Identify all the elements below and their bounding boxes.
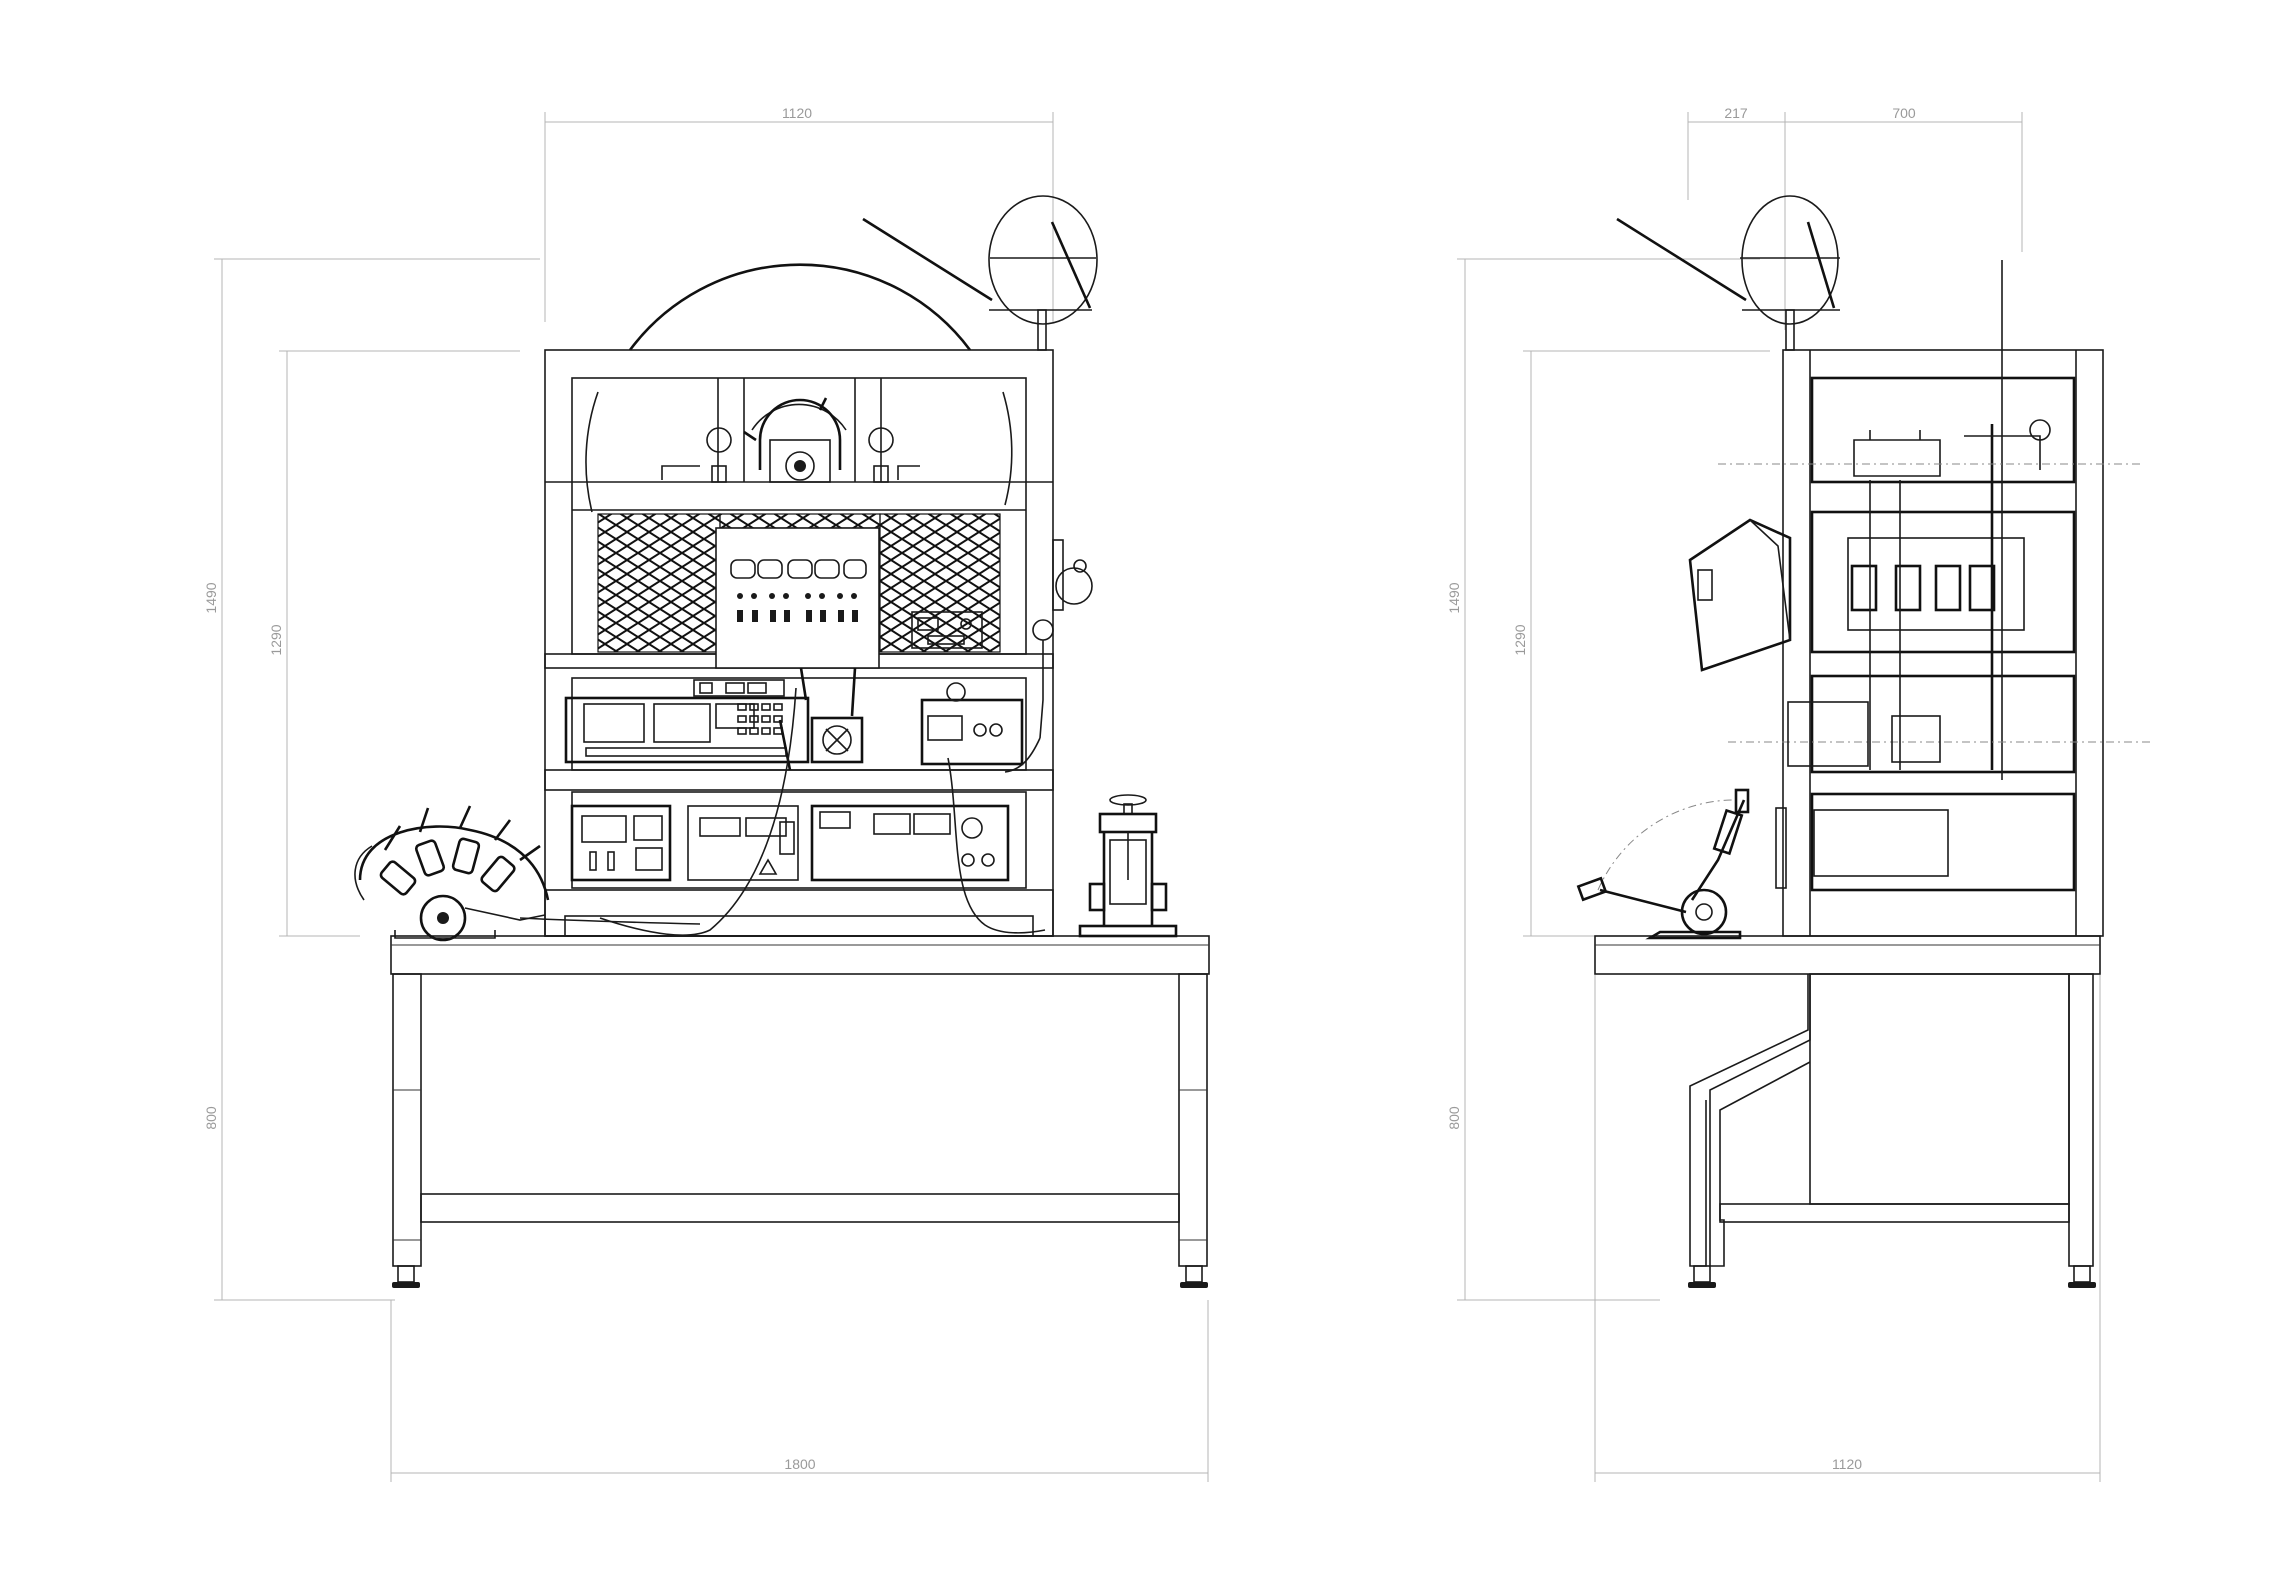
dim-side-table-height: 800 xyxy=(1446,1106,1462,1130)
side-lever-model xyxy=(1576,788,1750,940)
dim-front-table-height: 800 xyxy=(203,1106,219,1130)
dim-front-overall-height: 1490 xyxy=(203,582,219,613)
dim-side-overall-height: 1490 xyxy=(1446,582,1462,613)
front-piston-stand xyxy=(1078,794,1178,938)
front-low-rack xyxy=(570,791,1027,889)
front-table xyxy=(390,935,1210,1288)
fuse-row xyxy=(730,559,867,579)
dim-side-upper-height: 1290 xyxy=(1512,624,1528,655)
front-engine-model xyxy=(354,805,550,942)
front-mesh xyxy=(597,513,1001,653)
dim-front-bottom-width: 1800 xyxy=(784,1456,815,1472)
front-cables xyxy=(519,687,1046,936)
front-mid-rack xyxy=(564,667,1027,771)
front-side-knob xyxy=(1032,539,1093,739)
dim-side-top-left-width: 217 xyxy=(1724,105,1748,121)
front-antenna xyxy=(862,195,1098,351)
front-hub xyxy=(661,397,920,483)
side-dimensions: 217 700 1490 1290 800 1120 xyxy=(1446,105,2101,1482)
side-table xyxy=(1594,935,2101,1288)
side-cabinet xyxy=(1718,260,2150,937)
front-view: 1120 1490 1290 800 1800 xyxy=(203,105,1210,1482)
side-view: 217 700 1490 1290 800 1120 xyxy=(1446,105,2150,1482)
side-panel xyxy=(1688,518,1792,672)
front-control-panel xyxy=(715,527,983,669)
keypad xyxy=(737,703,783,735)
dim-side-bottom-width: 1120 xyxy=(1832,1456,1862,1472)
dim-side-top-right-width: 700 xyxy=(1892,105,1916,121)
dim-front-upper-height: 1290 xyxy=(268,624,284,655)
front-reel xyxy=(585,263,1013,513)
front-dimensions: 1120 1490 1290 800 1800 xyxy=(203,105,1209,1482)
side-antenna xyxy=(1616,195,1840,351)
dim-front-top-width: 1120 xyxy=(782,105,812,121)
terminal-row xyxy=(737,593,858,622)
